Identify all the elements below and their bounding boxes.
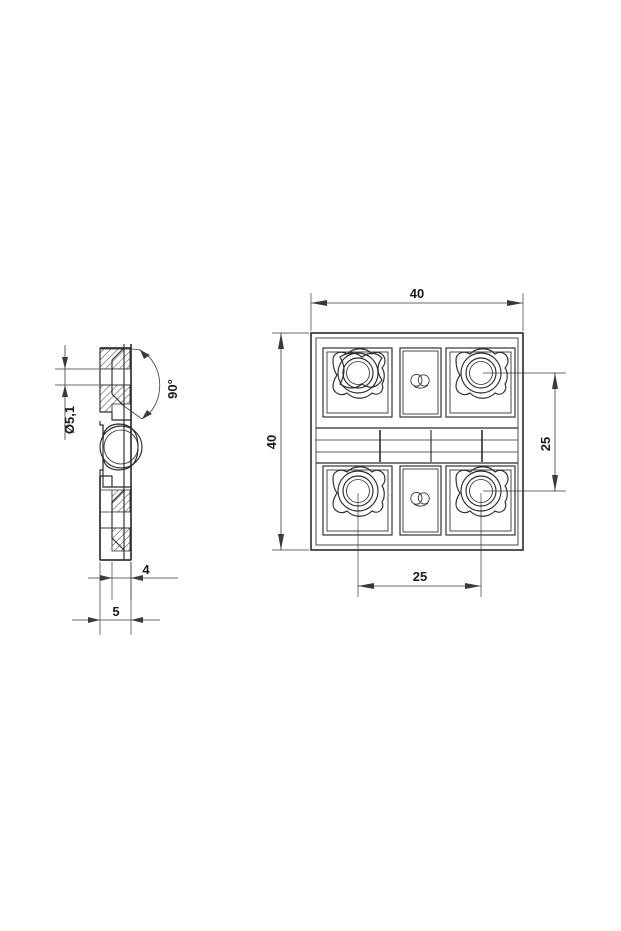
hole-diameter-label: Ø5,1 <box>62 406 77 434</box>
hole-spacing-vertical-label: 25 <box>538 437 553 451</box>
height-dimension <box>272 332 309 551</box>
width-dim-label: 40 <box>410 286 424 301</box>
width-dimension <box>310 293 524 331</box>
hinge-knuckle-band <box>316 427 518 464</box>
front-view: 40 40 25 <box>264 286 566 597</box>
section-hatch-upper-b <box>100 385 130 412</box>
screw-recess-top-right <box>445 347 516 418</box>
section-hatch-lower-a <box>100 490 130 512</box>
screw-recess-bottom-right <box>445 465 516 536</box>
side-section-view: 90° <box>55 344 180 635</box>
hole-spacing-vertical-dimension <box>483 372 566 492</box>
maker-mark-icon-top <box>410 373 430 389</box>
side-hinge-knuckle <box>99 421 143 488</box>
countersink-angle-annotation <box>123 347 161 420</box>
overall-thickness-label: 5 <box>112 604 119 619</box>
logo-panel-top <box>399 347 442 418</box>
hole-diameter-dimension <box>55 345 99 440</box>
front-plate-outline <box>310 332 524 551</box>
screw-recess-top-left <box>322 347 393 418</box>
front-plate-inner-outline <box>315 337 519 546</box>
section-hatch-lower-b <box>100 528 130 551</box>
screw-recess-bottom-left <box>322 465 393 536</box>
leaf-thickness-dimension <box>88 562 178 600</box>
screw-recess-top-left-detail <box>332 348 386 399</box>
height-dim-label: 40 <box>264 435 279 449</box>
maker-mark-icon-bottom <box>410 491 430 507</box>
side-lower-leaf <box>99 475 132 561</box>
hole-spacing-horizontal-label: 25 <box>413 569 427 584</box>
logo-panel-bottom <box>399 465 442 536</box>
overall-thickness-dimension <box>72 562 160 635</box>
leaf-thickness-label: 4 <box>142 562 150 577</box>
section-hatch-upper-a <box>100 349 130 369</box>
side-upper-leaf <box>99 344 132 421</box>
angle-dim-label: 90° <box>165 379 180 399</box>
hole-spacing-horizontal-dimension <box>357 493 482 597</box>
